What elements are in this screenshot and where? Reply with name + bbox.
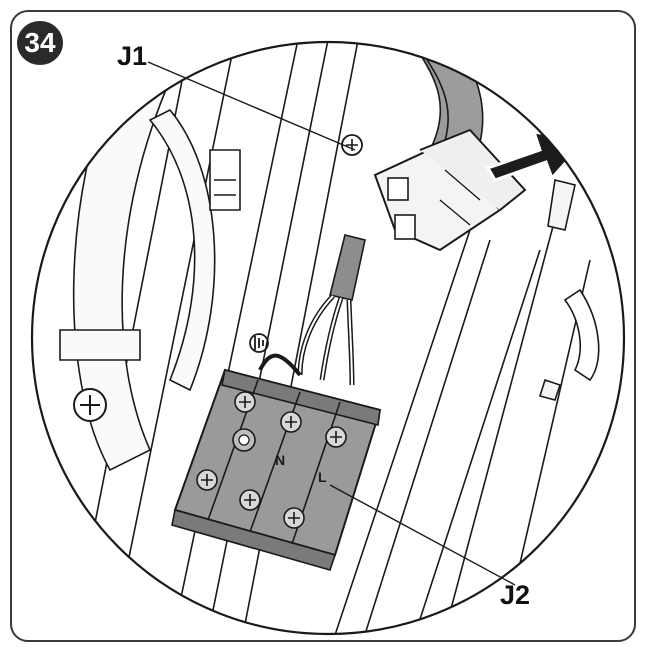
channel-rails xyxy=(69,42,591,634)
right-rail xyxy=(538,179,600,401)
callout-j2: J2 xyxy=(500,580,531,610)
connector-j1 xyxy=(341,128,527,252)
terminal-block-j2: N L xyxy=(171,368,382,571)
detail-circle xyxy=(30,40,626,636)
screw-icon xyxy=(239,489,261,511)
leader-line-j2 xyxy=(329,484,516,586)
terminal-mark-neutral: N xyxy=(275,452,285,468)
ground-symbol xyxy=(249,333,269,353)
left-housing xyxy=(59,58,241,472)
callout-j1: J1 xyxy=(117,41,148,71)
screw-icon xyxy=(234,391,256,413)
screw-icon xyxy=(283,507,305,529)
terminal-mark-live: L xyxy=(318,469,327,485)
screw-icon xyxy=(73,388,107,422)
screw-icon xyxy=(280,411,302,433)
cable xyxy=(258,234,366,386)
step-number-badge: 34 xyxy=(17,21,63,65)
leader-line-j1 xyxy=(147,61,356,151)
screw-icon xyxy=(196,469,218,491)
screw-icon xyxy=(325,426,347,448)
